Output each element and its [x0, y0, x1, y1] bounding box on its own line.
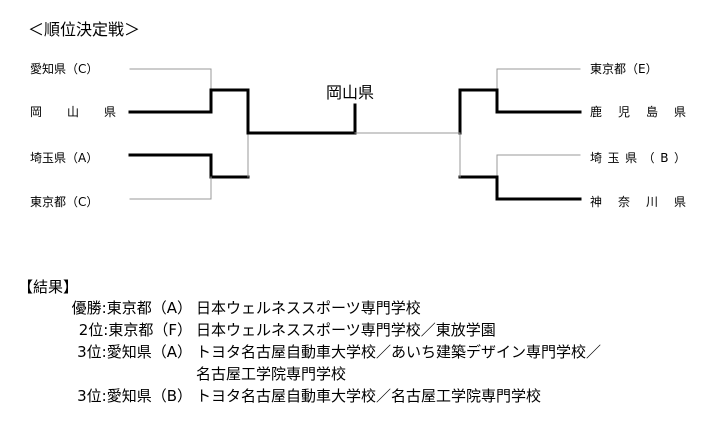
page-title: ＜順位決定戦＞ — [28, 20, 141, 39]
right-line-4 — [458, 175, 582, 201]
result-text-3b: 名古屋工学院専門学校 — [196, 365, 347, 383]
result-label-4: 3位:愛知県（B） — [77, 387, 192, 405]
result-text-3a: トヨタ名古屋自動車大学校／あいち建築デザイン専門学校／ — [196, 343, 602, 361]
result-label-3: 3位:愛知県（A） — [77, 343, 192, 361]
result-text-4: トヨタ名古屋自動車大学校／名古屋工学院専門学校 — [196, 387, 542, 405]
team-name-char: 川 — [645, 195, 658, 209]
result-text-2: 日本ウェルネススポーツ専門学校／東放学園 — [196, 321, 496, 339]
team-name-char: 県 — [673, 195, 686, 209]
left-team-1: 愛知県（C） — [30, 62, 99, 76]
team-name-char: 鹿 — [590, 105, 603, 119]
right-line-3 — [496, 154, 581, 178]
team-name-char: 県 — [625, 151, 638, 165]
left-line-3 — [128, 153, 250, 179]
left-team-2: 岡山県 — [30, 105, 116, 119]
left-line-2 — [128, 88, 250, 114]
team-name-char: 島 — [645, 105, 658, 119]
right-team-1: 東京都（E） — [590, 62, 658, 76]
result-label-1: 優勝:東京都（A） — [71, 299, 192, 317]
left-line-1 — [129, 68, 212, 91]
left-final — [246, 103, 357, 135]
team-name-char: B — [660, 151, 669, 165]
right-line-2 — [458, 88, 582, 114]
left-line-4 — [129, 176, 212, 200]
left-team-3: 埼玉県（A） — [30, 151, 99, 165]
winner-label: 岡山県 — [326, 83, 375, 102]
result-text-1: 日本ウェルネススポーツ専門学校 — [196, 299, 421, 317]
team-name-char: 奈 — [617, 195, 630, 209]
left-team-4: 東京都（C） — [30, 195, 99, 209]
team-name-char: 県 — [103, 105, 116, 119]
right-line-1 — [496, 68, 581, 91]
results-heading: 【結果】 — [18, 278, 79, 296]
team-name-char: 児 — [617, 105, 630, 119]
team-name-char: 神 — [590, 195, 603, 209]
right-team-4: 神奈 川 県 — [590, 195, 686, 209]
team-name-char: 県 — [673, 105, 686, 119]
team-name-char: 岡 — [30, 105, 43, 119]
team-name-char: 玉 — [607, 151, 620, 165]
right-team-2: 鹿児 島 県 — [590, 105, 686, 119]
team-name-char: 埼 — [590, 151, 603, 165]
team-name-char: ） — [673, 151, 686, 165]
team-name-char: 山 — [66, 105, 79, 119]
right-team-3: 埼玉県 （ B ） — [590, 151, 686, 165]
result-label-2: 2位:東京都（F） — [78, 321, 192, 339]
team-name-char: （ — [642, 151, 655, 165]
